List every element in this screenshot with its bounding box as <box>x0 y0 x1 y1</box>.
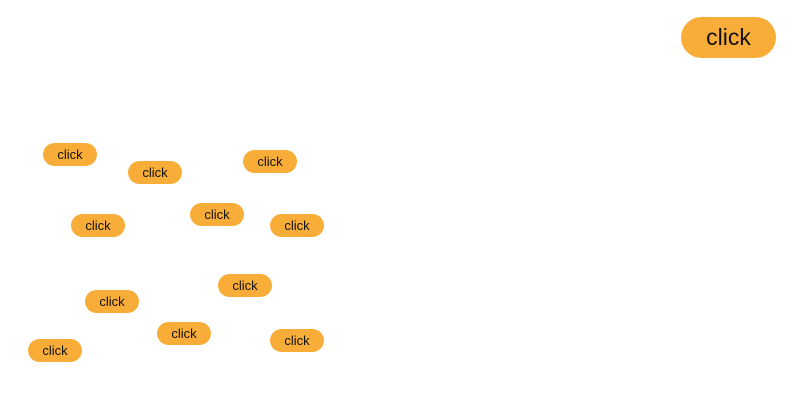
click-button-7[interactable]: click <box>218 274 272 297</box>
primary-click-button[interactable]: click <box>681 17 776 58</box>
click-button-6[interactable]: click <box>270 214 324 237</box>
click-button-2[interactable]: click <box>128 161 182 184</box>
click-button-8[interactable]: click <box>85 290 139 313</box>
click-button-5[interactable]: click <box>71 214 125 237</box>
click-button-4[interactable]: click <box>190 203 244 226</box>
click-button-3[interactable]: click <box>243 150 297 173</box>
click-button-11[interactable]: click <box>28 339 82 362</box>
click-button-10[interactable]: click <box>270 329 324 352</box>
click-button-9[interactable]: click <box>157 322 211 345</box>
click-button-1[interactable]: click <box>43 143 97 166</box>
